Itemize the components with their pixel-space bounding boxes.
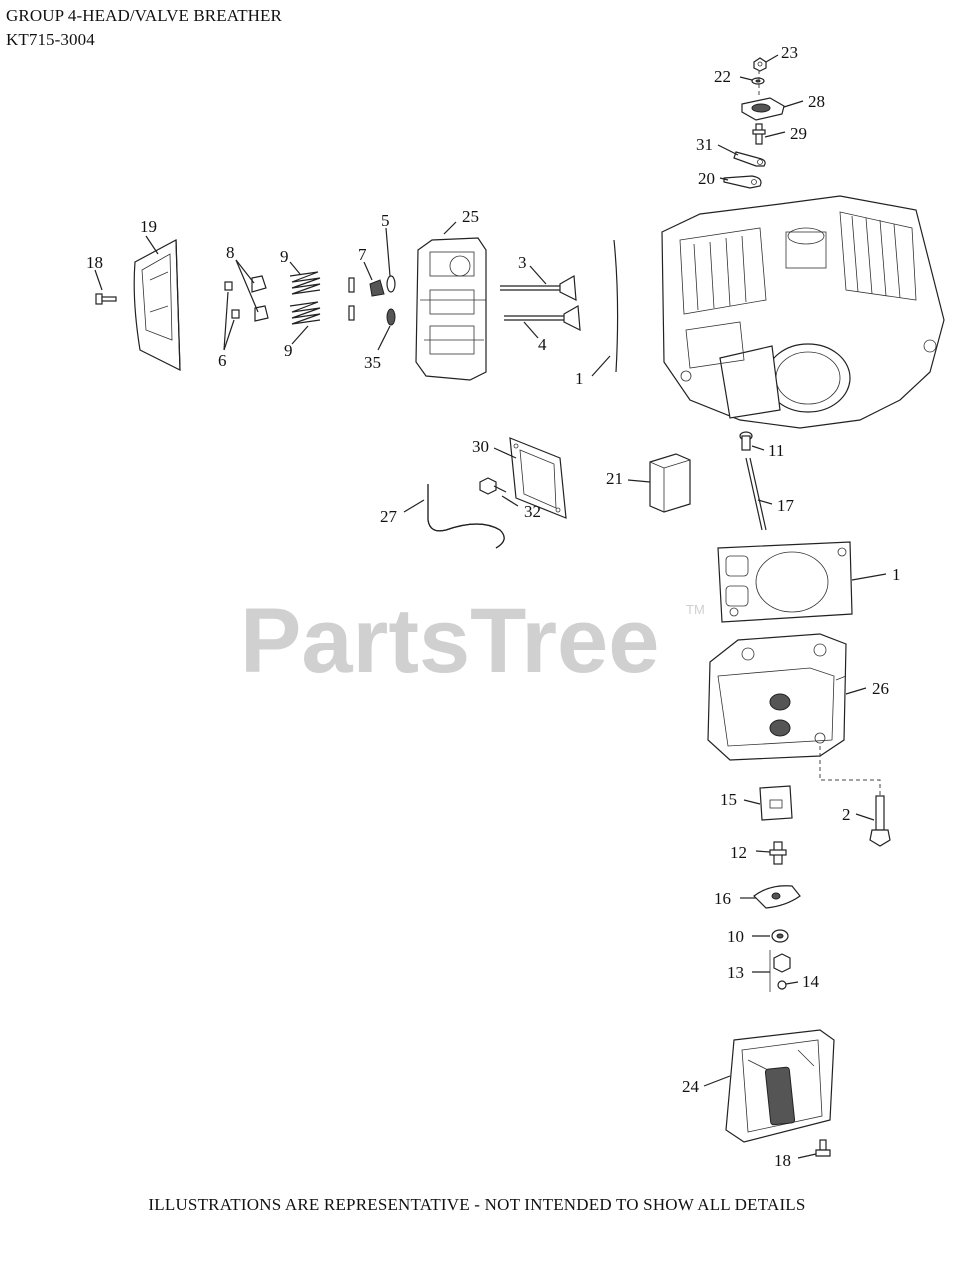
part-13-adjuster[interactable] bbox=[769, 950, 791, 992]
part-26-cylinder-head[interactable] bbox=[845, 687, 867, 695]
part-31-reed[interactable] bbox=[733, 151, 766, 167]
callout-18-upper[interactable]: 18 bbox=[86, 253, 103, 272]
part-11-lifter[interactable] bbox=[739, 431, 753, 451]
part-27-breather-hose[interactable] bbox=[427, 484, 505, 549]
callout-31[interactable]: 31 bbox=[696, 135, 713, 154]
callout-28[interactable]: 28 bbox=[808, 92, 825, 111]
callout-35[interactable]: 35 bbox=[364, 353, 381, 372]
watermark-text: PartsTree bbox=[240, 590, 659, 692]
part-1-head-gasket-edge[interactable] bbox=[613, 239, 619, 373]
callout-2[interactable]: 2 bbox=[842, 805, 851, 824]
callout-18-lower[interactable]: 18 bbox=[774, 1151, 791, 1170]
callout-13[interactable]: 13 bbox=[727, 963, 744, 982]
callout-12[interactable]: 12 bbox=[730, 843, 747, 862]
callout-24[interactable]: 24 bbox=[682, 1077, 700, 1096]
callout-21[interactable]: 21 bbox=[606, 469, 623, 488]
part-5-washer[interactable] bbox=[386, 275, 396, 293]
part-16-rocker-arm[interactable] bbox=[753, 885, 801, 909]
callout-26[interactable]: 26 bbox=[872, 679, 889, 698]
part-14-locknut[interactable] bbox=[777, 980, 787, 990]
callout-16[interactable]: 16 bbox=[714, 889, 731, 908]
part-17-push-rod[interactable] bbox=[745, 457, 767, 531]
watermark-trademark: TM bbox=[686, 602, 705, 617]
valve-cover-icon bbox=[725, 1029, 835, 1143]
cylinder-head-icon bbox=[707, 633, 847, 761]
model-number: KT715-3004 bbox=[6, 30, 95, 49]
part-18-screw-upper[interactable] bbox=[95, 293, 117, 305]
part-10-rocker-pivot[interactable] bbox=[771, 929, 789, 943]
callout-22[interactable]: 22 bbox=[714, 67, 731, 86]
callout-25[interactable]: 25 bbox=[462, 207, 479, 226]
part-28-breather-cover[interactable] bbox=[741, 97, 785, 121]
part-15-guide-plate[interactable] bbox=[759, 785, 793, 821]
part-29-stud[interactable] bbox=[752, 123, 766, 145]
callout-7[interactable]: 7 bbox=[358, 245, 367, 264]
part-35-seal[interactable] bbox=[386, 308, 396, 326]
part-22-washer[interactable] bbox=[751, 77, 765, 85]
callout-27[interactable]: 27 bbox=[380, 507, 398, 526]
part-3-intake-valve[interactable] bbox=[500, 275, 577, 302]
callout-3[interactable]: 3 bbox=[518, 253, 527, 272]
part-4-exhaust-valve[interactable] bbox=[504, 305, 581, 332]
disclaimer-footer: ILLUSTRATIONS ARE REPRESENTATIVE - NOT I… bbox=[148, 1195, 806, 1214]
callout-4[interactable]: 4 bbox=[538, 335, 547, 354]
part-23-nut[interactable] bbox=[753, 57, 767, 72]
part-9-valve-springs[interactable] bbox=[289, 271, 321, 325]
part-6-valve-keepers[interactable] bbox=[224, 281, 240, 319]
callout-5[interactable]: 5 bbox=[381, 211, 390, 230]
callout-9-upper[interactable]: 9 bbox=[280, 247, 289, 266]
callout-15[interactable]: 15 bbox=[720, 790, 737, 809]
diagram-title: GROUP 4-HEAD/VALVE BREATHER bbox=[6, 6, 282, 25]
crankcase-icon bbox=[661, 195, 945, 429]
callout-30[interactable]: 30 bbox=[472, 437, 489, 456]
callout-9-lower[interactable]: 9 bbox=[284, 341, 293, 360]
part-19-valve-cover[interactable] bbox=[133, 239, 181, 371]
part-30-breather-gasket[interactable] bbox=[509, 437, 567, 519]
callout-19[interactable]: 19 bbox=[140, 217, 157, 236]
part-25-cylinder-head-side[interactable] bbox=[415, 237, 487, 381]
callout-32[interactable]: 32 bbox=[524, 502, 541, 521]
callout-17[interactable]: 17 bbox=[777, 496, 795, 515]
part-12-rocker-stud[interactable] bbox=[769, 841, 787, 865]
part-24-valve-cover[interactable] bbox=[703, 1075, 731, 1087]
part-32-fitting[interactable] bbox=[479, 477, 507, 495]
callout-29[interactable]: 29 bbox=[790, 124, 807, 143]
callout-10[interactable]: 10 bbox=[727, 927, 744, 946]
part-21-breather-filter[interactable] bbox=[649, 453, 691, 513]
callout-1-lower[interactable]: 1 bbox=[892, 565, 901, 584]
callout-6[interactable]: 6 bbox=[218, 351, 227, 370]
callout-23[interactable]: 23 bbox=[781, 43, 798, 62]
callout-20[interactable]: 20 bbox=[698, 169, 715, 188]
callout-14[interactable]: 14 bbox=[802, 972, 820, 991]
part-1-head-gasket[interactable] bbox=[717, 541, 853, 623]
part-2-head-bolt[interactable] bbox=[869, 795, 891, 847]
callout-8[interactable]: 8 bbox=[226, 243, 235, 262]
callout-1-upper[interactable]: 1 bbox=[575, 369, 584, 388]
part-18-screw-lower[interactable] bbox=[815, 1139, 831, 1157]
part-8-spring-retainers[interactable] bbox=[251, 275, 269, 322]
part-7-stem-seals[interactable] bbox=[348, 277, 385, 321]
part-20-reed-stop[interactable] bbox=[723, 175, 762, 189]
callout-11[interactable]: 11 bbox=[768, 441, 784, 460]
